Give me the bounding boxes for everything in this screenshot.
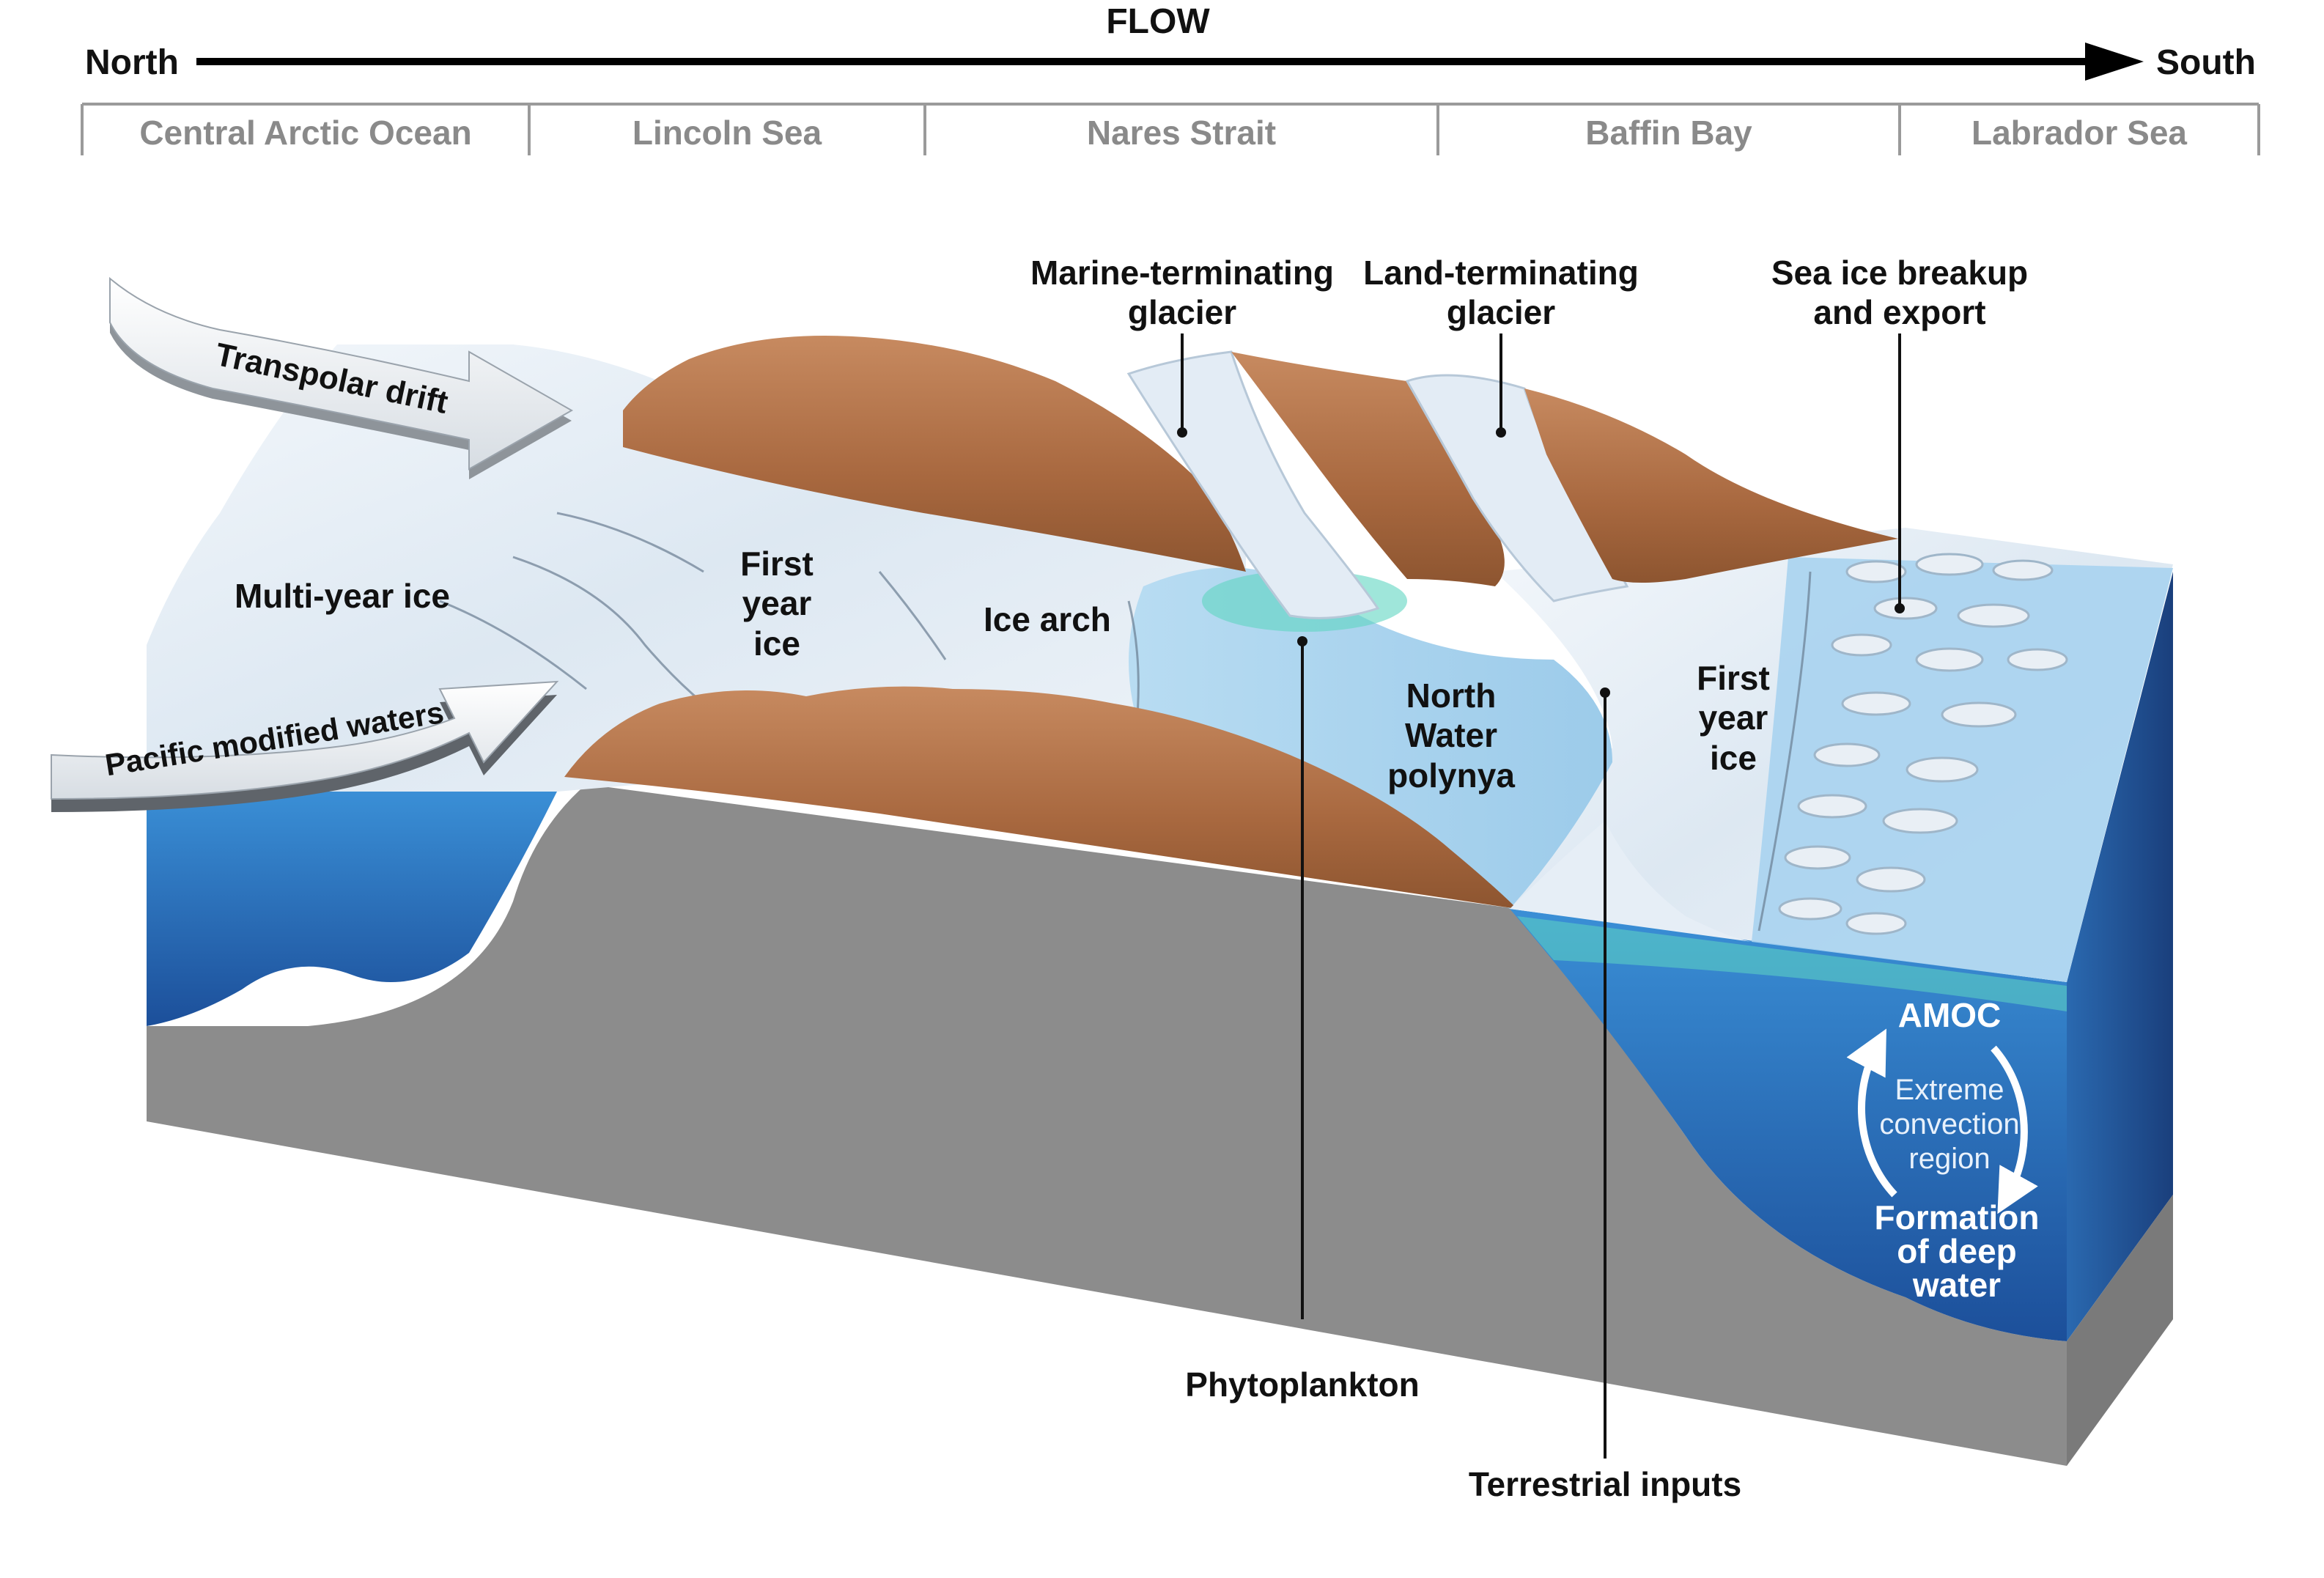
ice-floes — [1778, 553, 2068, 935]
block-side-face — [2067, 572, 2173, 1341]
polynya-line-2: Water — [1404, 716, 1498, 755]
sea-ice-breakup-line-1: Sea ice breakup — [1771, 254, 2029, 292]
sea-ice-breakup-label: Sea ice breakup and export — [1734, 253, 2065, 333]
first-year-ice-label-north: First year ice — [715, 544, 839, 663]
transpolar-drift-arrow — [109, 276, 574, 479]
south-label: South — [2156, 43, 2256, 82]
amoc-bottom-line-3: water — [1912, 1266, 2002, 1304]
amoc-center-line-2: convection — [1879, 1108, 2020, 1141]
north-mountain — [623, 336, 1246, 572]
region-labrador-sea: Labrador Sea — [1971, 114, 2187, 152]
amoc-center-line-3: region — [1908, 1143, 1991, 1176]
land-glacier-label: Land-terminating glacier — [1328, 253, 1674, 333]
marine-glacier — [1126, 350, 1380, 619]
first-year-ice-south-line-2: year — [1698, 698, 1768, 737]
polynya-label: North Water polynya — [1363, 676, 1539, 795]
land-glacier-line-1: Land-terminating — [1363, 254, 1639, 292]
marine-glacier-line-2: glacier — [1127, 293, 1237, 332]
ice-arch-label: Ice arch — [984, 600, 1111, 638]
first-year-ice-south-line-3: ice — [1710, 738, 1757, 777]
marine-glacier-line-1: Marine-terminating — [1030, 254, 1335, 292]
ocean-right-section — [1510, 909, 2067, 1341]
south-mountain — [564, 686, 1517, 909]
region-central-arctic-ocean: Central Arctic Ocean — [139, 114, 472, 152]
polynya-line-3: polynya — [1387, 756, 1515, 794]
first-year-ice-label-south: First year ice — [1671, 658, 1796, 778]
pacific-waters-arrow — [51, 680, 559, 812]
land-glacier-line-2: glacier — [1446, 293, 1556, 332]
middle-rock — [1231, 352, 1505, 586]
marine-glacier-label: Marine-terminating glacier — [975, 253, 1390, 333]
first-year-ice-north-line-3: ice — [753, 624, 800, 663]
land-glacier — [1405, 374, 1629, 602]
leader-dots — [1177, 427, 1905, 698]
seafloor-front — [147, 784, 2067, 1466]
north-label: North — [85, 43, 179, 82]
first-year-ice-north-line-2: year — [742, 584, 812, 623]
first-year-ice-north-line-1: First — [740, 545, 814, 583]
first-year-ice-south-line-1: First — [1697, 659, 1770, 697]
phytoplankton-band-deep — [1517, 916, 2067, 1011]
region-baffin-bay: Baffin Bay — [1585, 114, 1752, 152]
sea-ice-breakup-line-2: and export — [1813, 293, 1986, 332]
multi-year-ice-label: Multi-year ice — [235, 577, 450, 615]
terrestrial-inputs-label: Terrestrial inputs — [1468, 1465, 1742, 1503]
flow-label: FLOW — [1106, 2, 1210, 41]
amoc-bottom-text: Formation of deep water — [1847, 1201, 2067, 1302]
phytoplankton-label: Phytoplankton — [1185, 1365, 1420, 1404]
region-nares-strait: Nares Strait — [1086, 114, 1277, 152]
amoc-circulation-arrows — [1846, 1028, 2038, 1214]
amoc-title: AMOC — [1897, 996, 2002, 1034]
block-side-seafloor — [2067, 1195, 2173, 1466]
east-rock — [1524, 388, 1898, 583]
amoc-bottom-line-1: Formation — [1874, 1198, 2040, 1236]
amoc-bottom-line-2: of deep — [1897, 1232, 2017, 1270]
amoc-center-text: Extreme convection region — [1847, 1073, 2052, 1177]
ocean-left-section — [147, 792, 557, 1026]
south-shore-ice — [1510, 821, 1752, 942]
region-lincoln-sea: Lincoln Sea — [632, 114, 822, 152]
leader-lines — [1181, 333, 1901, 1459]
polynya-water — [1129, 567, 1612, 909]
polynya-line-1: North — [1406, 676, 1497, 715]
amoc-center-line-1: Extreme — [1895, 1074, 2004, 1106]
region-bar — [81, 103, 2260, 155]
flow-arrow — [196, 43, 2144, 81]
